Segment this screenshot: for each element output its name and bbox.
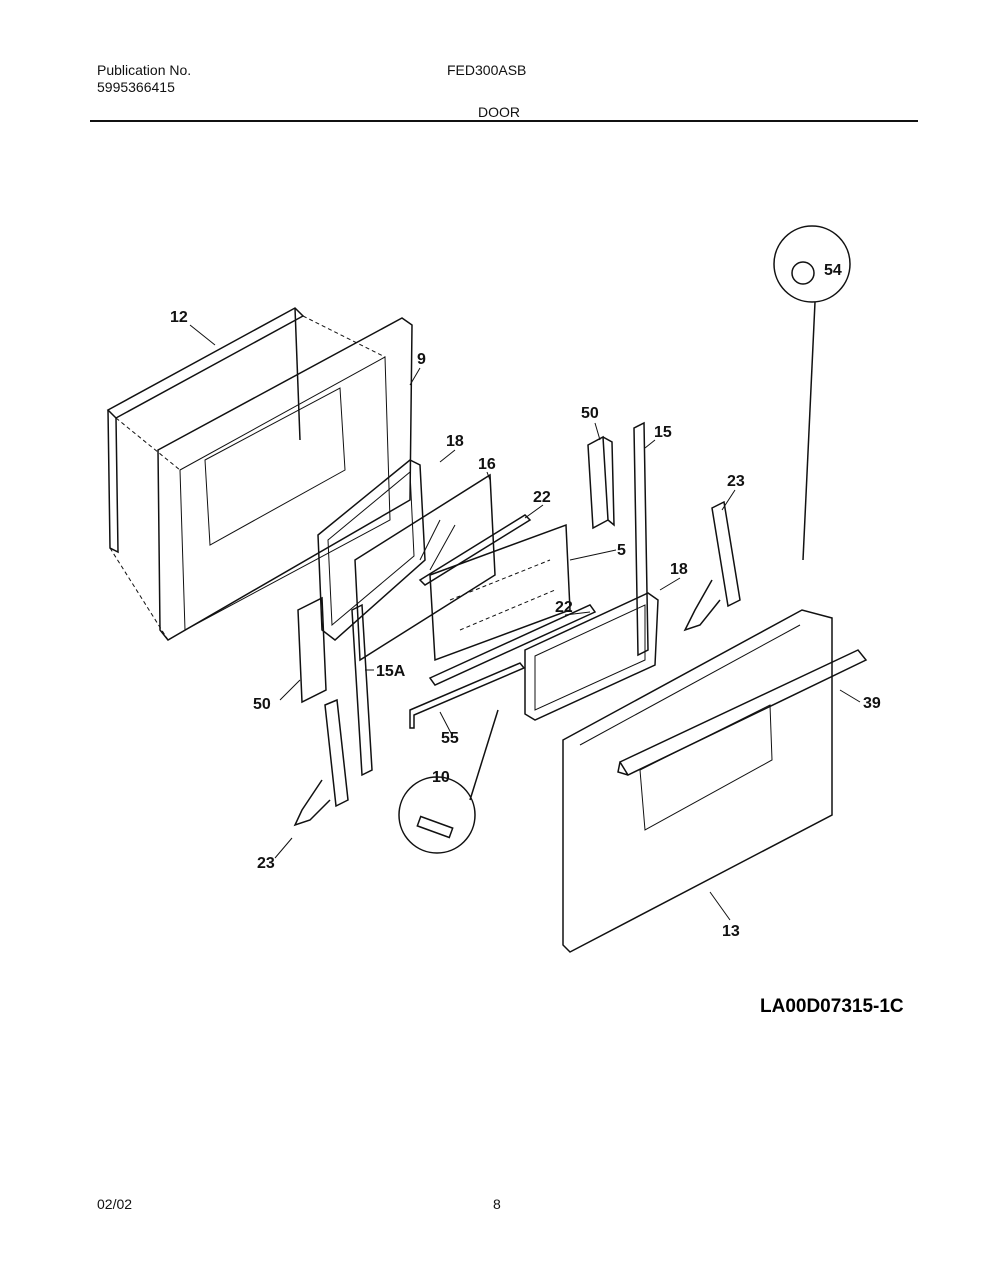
part-gasket-18-upper [317, 459, 426, 641]
part-screw-10-detail [398, 709, 499, 854]
part-hinge-23-left [293, 698, 349, 827]
callout-54: 54 [824, 262, 842, 279]
page-number: 8 [493, 1196, 501, 1212]
callout-23-lower: 23 [257, 855, 275, 872]
part-bracket-22-upper [418, 514, 532, 586]
callout-39: 39 [863, 695, 881, 712]
footer-date: 02/02 [97, 1196, 133, 1212]
callout-15A: 15A [376, 663, 406, 680]
callout-55: 55 [441, 730, 459, 747]
section-title: DOOR [478, 104, 520, 120]
part-glass-16 [354, 473, 496, 662]
callout-5: 5 [617, 542, 626, 559]
part-shield-50-upper [587, 435, 615, 530]
header-divider [90, 120, 918, 122]
part-handle-39 [617, 649, 868, 776]
leader-lines [189, 324, 861, 921]
part-glass-5 [429, 523, 571, 662]
publication-label: Publication No. [97, 62, 192, 78]
drawing-id: LA00D07315-1C [760, 996, 904, 1017]
callout-50-upper: 50 [581, 405, 599, 422]
callout-13: 13 [722, 923, 740, 940]
callout-10: 10 [432, 769, 450, 786]
callout-15: 15 [654, 424, 672, 441]
callout-18-lower: 18 [670, 561, 688, 578]
publication-number: 5995366415 [97, 79, 175, 95]
part-gasket-12 [106, 307, 305, 554]
callout-16: 16 [478, 456, 496, 473]
part-inner-door-9 [109, 315, 413, 641]
part-hinge-23-right [683, 500, 741, 632]
part-outer-door-13 [562, 609, 833, 953]
part-channel-15A [351, 603, 373, 777]
callout-9: 9 [417, 351, 426, 368]
part-channel-55 [409, 662, 526, 729]
part-screw-54-detail [773, 225, 851, 561]
part-bracket-22-lower [428, 604, 597, 686]
callout-50-lower: 50 [253, 696, 271, 713]
callout-12: 12 [170, 309, 188, 326]
part-channel-15 [633, 421, 649, 657]
model-number: FED300ASB [447, 62, 527, 78]
callout-22-upper: 22 [533, 489, 551, 506]
part-gasket-18-lower [524, 592, 659, 721]
part-shield-50-lower [297, 596, 327, 704]
callout-22-lower: 22 [555, 599, 573, 616]
callout-18-upper: 18 [446, 433, 464, 450]
callout-23-upper: 23 [727, 473, 745, 490]
